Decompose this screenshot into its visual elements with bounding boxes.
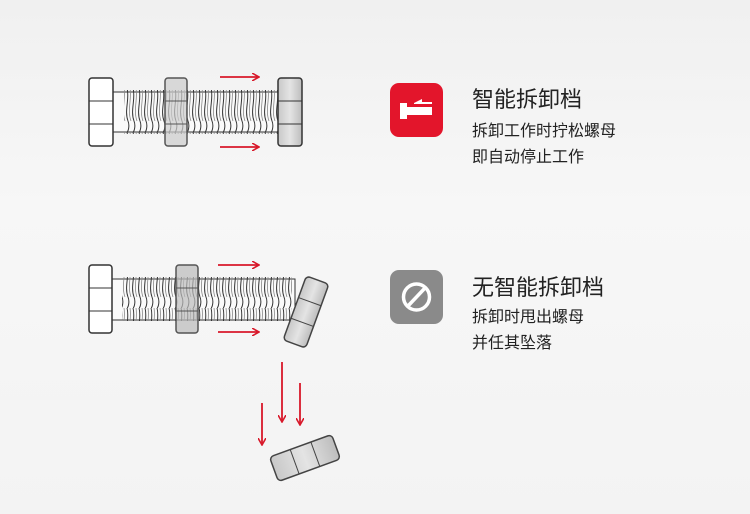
loose-nut <box>283 276 329 348</box>
bolt-with-smart-mode <box>88 77 303 147</box>
section-line: 即自动停止工作 <box>472 147 585 166</box>
fallen-nut <box>269 434 341 482</box>
smart-disassembly-icon <box>390 83 443 137</box>
section-line: 拆卸时甩出螺母 <box>472 307 585 326</box>
section-line: 拆卸工作时拧松螺母 <box>472 121 617 140</box>
section-title: 无智能拆卸档 <box>472 276 605 301</box>
prohibited-icon <box>390 270 443 324</box>
bolt-without-smart-mode <box>88 265 341 482</box>
section-line: 并任其坠落 <box>472 333 553 352</box>
section-title: 智能拆卸档 <box>472 88 583 113</box>
